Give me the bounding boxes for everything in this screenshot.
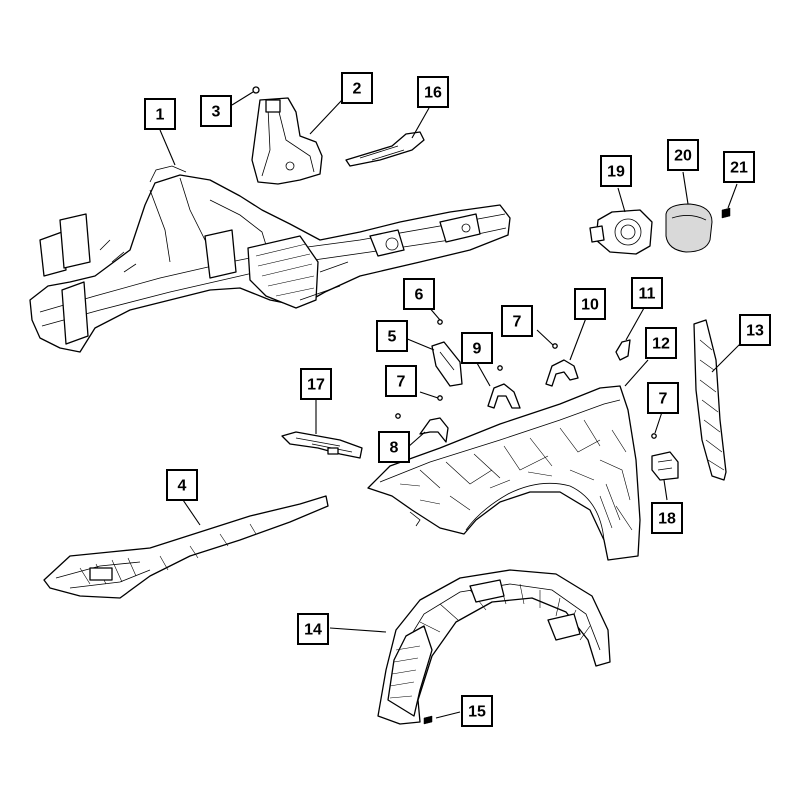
leader-12 — [624, 359, 649, 387]
callout-1-label: 1 — [156, 107, 165, 124]
leader-4 — [182, 499, 201, 526]
callout-17-label: 17 — [307, 377, 325, 394]
leader-7c — [654, 411, 663, 434]
callout-8-label: 8 — [390, 440, 399, 457]
pillar-seal — [693, 319, 727, 481]
callout-19-label: 19 — [607, 164, 625, 181]
lower-shield — [43, 495, 329, 599]
callout-2-label: 2 — [353, 81, 362, 98]
leader-21 — [727, 183, 738, 209]
callout-7b: 7 — [385, 365, 417, 397]
leader-18 — [663, 479, 668, 501]
fender-bracket-9 — [487, 383, 521, 409]
callout-19: 19 — [600, 155, 632, 187]
leader-14 — [329, 627, 387, 633]
leader-19 — [617, 187, 626, 213]
leader-1 — [159, 129, 176, 166]
callout-15: 15 — [461, 695, 493, 727]
callout-18: 18 — [651, 502, 683, 534]
callout-14: 14 — [297, 613, 329, 645]
callout-12: 12 — [645, 327, 677, 359]
callout-20-label: 20 — [674, 148, 692, 165]
leader-3 — [231, 91, 254, 106]
callout-10: 10 — [574, 288, 606, 320]
leader-lines — [159, 91, 741, 719]
leader-9 — [476, 362, 491, 387]
leader-10 — [569, 317, 587, 361]
fastener-7-group — [395, 343, 657, 439]
callout-7c: 7 — [647, 382, 679, 414]
callout-14-label: 14 — [304, 622, 322, 639]
callout-9: 9 — [461, 332, 493, 364]
leader-11 — [625, 307, 645, 341]
leader-16 — [411, 107, 430, 139]
plug-18 — [651, 451, 679, 481]
callout-5: 5 — [376, 320, 408, 352]
callout-3-label: 3 — [212, 104, 221, 121]
fastener-3 — [252, 86, 260, 94]
callout-7a-label: 7 — [513, 314, 522, 331]
leader-20 — [682, 171, 689, 205]
wheelhouse-liner — [377, 569, 611, 725]
front-fender — [367, 385, 641, 561]
callout-8: 8 — [378, 431, 410, 463]
frame-rail-assembly — [29, 165, 511, 353]
callout-2: 2 — [341, 72, 373, 104]
leader-7a — [536, 329, 554, 346]
callout-21-label: 21 — [730, 160, 748, 177]
callout-16-label: 16 — [424, 85, 442, 102]
callouts: 1 2 3 4 5 6 7 7 — [144, 72, 771, 727]
callout-15-label: 15 — [468, 704, 486, 721]
strip-bracket — [345, 131, 425, 167]
callout-10-label: 10 — [581, 297, 599, 314]
leader-7b — [419, 391, 439, 399]
clip-21 — [721, 207, 731, 219]
fender-bracket-5 — [431, 319, 463, 387]
callout-18-label: 18 — [658, 511, 676, 528]
cowl-bracket — [281, 431, 363, 459]
callout-5-label: 5 — [388, 329, 397, 346]
callout-3: 3 — [200, 95, 232, 127]
callout-21: 21 — [723, 151, 755, 183]
callout-12-label: 12 — [652, 336, 670, 353]
leader-15 — [435, 711, 461, 719]
callout-9-label: 9 — [473, 341, 482, 358]
callout-13: 13 — [739, 314, 771, 346]
leader-5 — [404, 337, 435, 351]
callout-6: 6 — [403, 278, 435, 310]
callout-7a: 7 — [501, 305, 533, 337]
leader-2 — [309, 99, 343, 135]
callout-4: 4 — [166, 469, 198, 501]
fender-bracket-10 — [545, 359, 579, 387]
leader-8 — [407, 431, 426, 448]
fuel-filler-housing — [589, 209, 653, 255]
callout-6-label: 6 — [415, 287, 424, 304]
callout-11: 11 — [631, 277, 663, 309]
callout-11-label: 11 — [639, 286, 656, 303]
callout-7b-label: 7 — [397, 374, 406, 391]
callout-4-label: 4 — [178, 478, 187, 495]
push-pin-15 — [423, 715, 433, 725]
callout-20: 20 — [667, 139, 699, 171]
callout-1: 1 — [144, 98, 176, 130]
callout-16: 16 — [417, 76, 449, 108]
leader-13 — [711, 343, 741, 373]
callout-17: 17 — [300, 368, 332, 400]
fuel-filler-door — [665, 203, 713, 253]
shield-bracket — [251, 97, 323, 185]
callout-13-label: 13 — [746, 323, 764, 340]
fender-bracket-8 — [419, 417, 449, 443]
fender-clip-11 — [615, 339, 631, 361]
callout-7c-label: 7 — [659, 391, 668, 408]
